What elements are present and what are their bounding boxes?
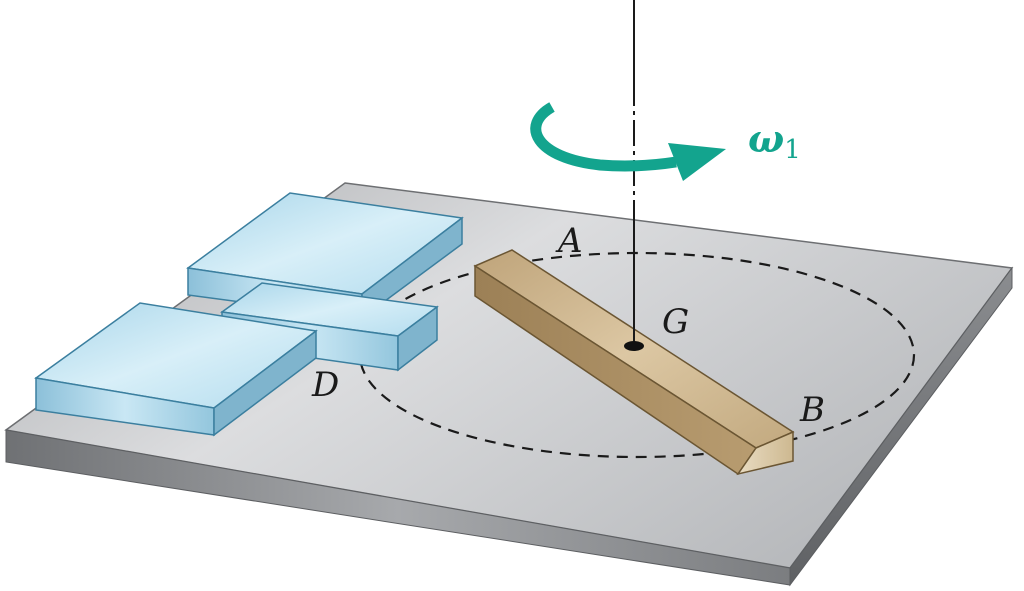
bar-end-face	[736, 430, 794, 476]
omega-subscript: 1	[784, 135, 801, 165]
plate-right-edge	[789, 266, 1013, 587]
label-a: A	[555, 221, 583, 261]
rotation-arrow	[530, 102, 726, 181]
label-g: G	[662, 302, 689, 342]
label-d: D	[311, 365, 339, 405]
omega-label: ω1	[748, 116, 801, 165]
block-front	[34, 302, 318, 437]
pivot-point-g	[624, 341, 644, 351]
block-back	[186, 192, 464, 320]
label-b: B	[799, 390, 825, 430]
omega-symbol: ω	[748, 116, 784, 161]
